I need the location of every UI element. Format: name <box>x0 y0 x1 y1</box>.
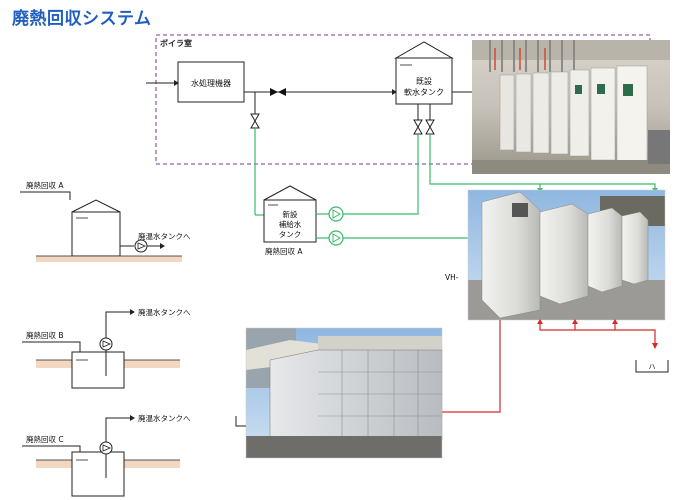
existing-tank-label-2: 軟水タンク <box>404 87 444 97</box>
to-tank-c: 廃温水タンクへ <box>138 413 191 423</box>
vh-label: VH- <box>445 273 459 282</box>
existing-tank-label-1: 既設 <box>416 76 432 86</box>
new-makeup-water-tank: 新設 補給水 タンク <box>263 185 317 243</box>
pump-icon <box>134 239 148 253</box>
new-tank-label-2: 補給水 <box>279 219 302 229</box>
new-tank-label-1: 新設 <box>283 209 298 219</box>
boiler-room-label: ボイラ室 <box>160 38 192 48</box>
gate-valve-icon <box>413 119 423 135</box>
waste-heat-a-section: 廃熱回収 A 廃温水タンクへ <box>20 180 191 262</box>
waste-heat-b-label: 廃熱回収 B <box>26 330 64 340</box>
to-tank-b: 廃温水タンクへ <box>138 307 191 317</box>
page-title: 廃熱回収システム <box>12 9 152 29</box>
arrow-icon <box>174 80 179 86</box>
waste-heat-a-below-tank: 廃熱回収 A <box>265 246 303 256</box>
water-heater-photo <box>467 189 666 321</box>
waste-heat-a-label: 廃熱回収 A <box>26 180 64 190</box>
hot-water-lines <box>442 320 656 413</box>
gate-valve-icon <box>425 119 435 135</box>
waste-heat-c-section: 廃熱回収 C 廃温水タンクへ <box>22 413 191 497</box>
boiler-photo <box>472 40 670 174</box>
pump-icon <box>328 206 344 222</box>
tank-photo <box>245 327 443 459</box>
water-treatment-box <box>177 61 245 103</box>
existing-soft-water-tank: 既設 軟水タンク <box>394 41 454 105</box>
boiler-room-border <box>155 34 651 165</box>
drain-icon: ハ <box>635 360 669 373</box>
waste-heat-b-section: 廃熱回収 B 廃温水タンクへ <box>22 307 191 389</box>
pump-icon <box>99 337 113 351</box>
water-treatment-label: 水処理機器 <box>191 78 231 88</box>
pump-icon <box>99 441 113 455</box>
waste-heat-c-label: 廃熱回収 C <box>26 434 64 444</box>
to-tank-a: 廃温水タンクへ <box>138 231 191 241</box>
drain-label: ハ <box>649 363 656 371</box>
new-tank-label-3: タンク <box>279 230 302 239</box>
gate-valve-icon <box>270 88 286 96</box>
pump-icon <box>328 230 344 246</box>
gate-valve-icon <box>250 113 260 129</box>
